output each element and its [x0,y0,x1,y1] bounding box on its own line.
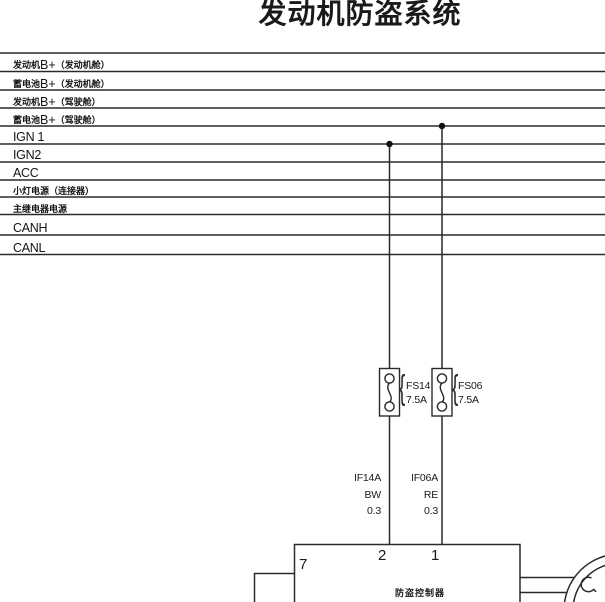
bus-lines [0,52,605,256]
coil-inner-ring [572,564,605,602]
wire-color-code: BW [364,488,381,501]
b-plus-text: B+ [40,58,56,72]
fuse-fs14-bottom-terminal [384,401,395,412]
bus-label-battery-b-plus-cabin: 蓄电池B+（驾驶舱） [13,112,101,127]
fuse-fs06-body [431,367,453,417]
wire-id: IF14A [353,472,381,484]
fuse-fs14-label: FS14 7.5A [406,379,430,407]
bus-label-canh: CANH [13,221,48,235]
wire-gauge: 0.3 [424,505,438,517]
controller-pin-1: 1 [431,547,439,564]
key-icon [580,576,597,593]
junction-dot-battery-cabin [438,122,446,130]
wire-label-if06a: IF06A RE 0.3 [386,470,438,520]
wire-color-code: RE [423,488,438,501]
bus-label-location: （发动机舱） [55,78,110,89]
fuse-fs06-element [439,382,445,403]
fuse-fs14-symbol [378,367,401,417]
bus-label-location: （驾驶舱） [55,114,101,125]
bus-label-engine-b-plus-cabin: 发动机B+（驾驶舱） [13,94,101,109]
junction-dot-ign1 [386,140,393,148]
bus-label-location: （发动机舱） [55,60,110,70]
controller-pin-2: 2 [378,547,386,564]
fuse-fs06-bottom-terminal [436,401,448,412]
fuse-fs06-symbol [431,367,453,417]
bus-label-main-relay-power: 主继电器电源 [13,203,68,214]
fuse-fs06-top-terminal [436,373,448,384]
fuse-fs06-brace: { [452,369,459,407]
bus-label-location: （驾驶舱） [55,96,101,107]
fuse-fs06-label: FS06 7.5A [458,379,482,407]
fuse-fs14-top-terminal [384,373,395,384]
drop-wires [388,126,443,545]
fuse-rating: 7.5A [458,394,479,406]
immobilizer-coil-symbol [563,555,605,602]
b-plus-text: B+ [40,94,56,109]
bus-label-acc: ACC [13,166,39,180]
bus-label-battery-b-plus-engine-bay: 蓄电池B+（发动机舱） [13,76,110,91]
wire-controller-pin7 [253,572,295,602]
controller-pin-7: 7 [299,556,307,573]
bus-label-text: 蓄电池 [13,78,41,89]
fuse-rating: 7.5A [406,394,427,406]
page-title: 发动机防盗系统 [258,0,462,30]
controller-label: 防盗控制器 [394,588,446,598]
b-plus-text: B+ [40,112,56,127]
fuse-fs14-body [378,367,401,417]
b-plus-text: B+ [40,76,56,91]
bus-label-engine-b-plus-engine-bay: 发动机B+（发动机舱） [13,58,110,72]
bus-label-text: 蓄电池 [13,114,41,125]
wire-id: IF06A [410,472,438,484]
bus-label-ign1: IGN 1 [13,130,45,144]
fuse-name: FS06 [458,380,483,392]
bus-label-text: 发动机 [13,96,41,107]
wire-label-if14a: IF14A BW 0.3 [329,470,381,520]
fuse-fs14-element [387,382,392,403]
wire-gauge: 0.3 [367,505,381,517]
bus-label-lamp-power: 小灯电源（连接器） [13,186,95,196]
fuse-fs14-brace: { [399,369,406,407]
bus-label-canl: CANL [13,240,46,255]
fuse-name: FS14 [406,380,431,392]
junction-dots [386,122,446,148]
bus-label-text: 发动机 [13,60,41,70]
controller-box [253,543,574,602]
bus-label-ign2: IGN2 [13,148,41,162]
